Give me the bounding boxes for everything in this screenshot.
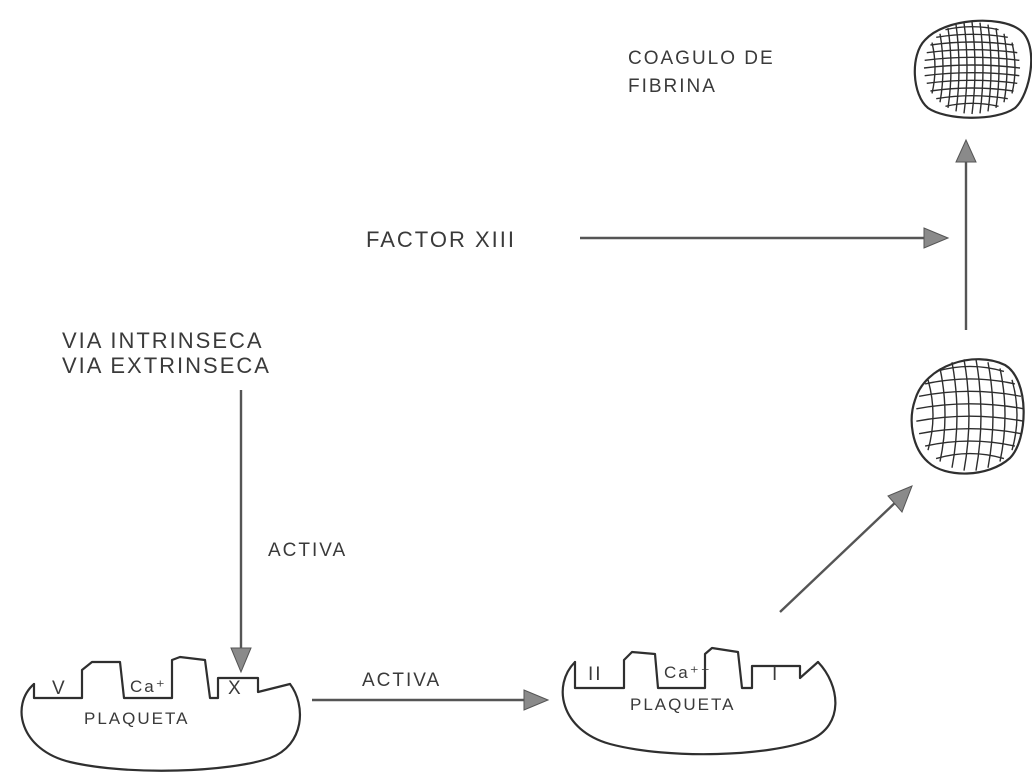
platelet-right: II Ca⁺⁺ I PLAQUETA xyxy=(563,648,836,754)
activates-label-horizontal: ACTIVA xyxy=(362,670,441,691)
platelet-right-label: PLAQUETA xyxy=(630,695,735,714)
clot-label-line1: COAGULO DE xyxy=(628,48,775,69)
clot-label-line2: FIBRINA xyxy=(628,76,717,97)
pathway-intrinsic-label: VIA INTRINSECA xyxy=(62,328,264,353)
factor-xiii-label: FACTOR XIII xyxy=(366,227,516,252)
platelet-left-factor-v: V xyxy=(52,678,67,699)
platelet-right-factor-i: I xyxy=(772,664,779,685)
platelet-left-factor-ca: Ca⁺ xyxy=(130,677,167,696)
arrow-pathway-to-factor-x xyxy=(231,390,251,672)
platelet-right-factor-ca: Ca⁺⁺ xyxy=(664,663,712,682)
platelet-left-factor-x: X xyxy=(228,678,243,699)
platelet-right-factor-ii: II xyxy=(588,664,603,685)
arrow-platelet-to-platelet xyxy=(312,690,548,710)
arrow-to-clot-vertical xyxy=(956,140,976,330)
pathway-extrinsic-label: VIA EXTRINSECA xyxy=(62,353,271,378)
fibrin-clot-mesh xyxy=(915,21,1031,118)
fibrin-mesh-ball xyxy=(912,359,1024,473)
platelet-left: V Ca⁺ X PLAQUETA xyxy=(22,657,300,771)
activates-label-vertical: ACTIVA xyxy=(268,540,347,561)
platelet-left-label: PLAQUETA xyxy=(84,709,189,728)
arrow-platelet-to-fibrin xyxy=(780,486,912,612)
arrow-factor-xiii xyxy=(580,228,948,248)
